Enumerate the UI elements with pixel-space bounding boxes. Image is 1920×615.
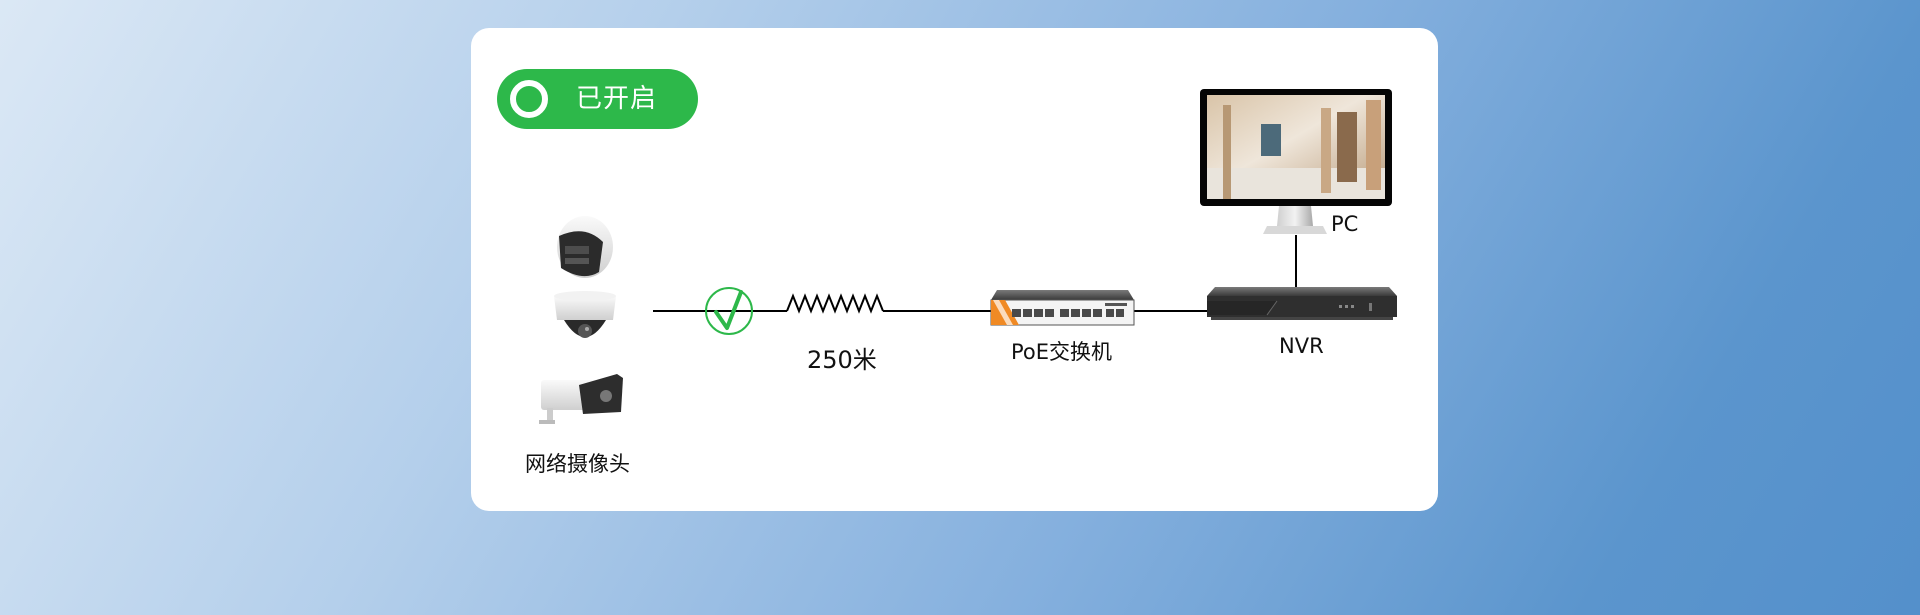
check-circle-icon <box>705 287 753 335</box>
ring-icon <box>510 80 548 118</box>
pc-label: PC <box>1331 212 1359 236</box>
nvr-icon <box>1207 287 1397 320</box>
pc-monitor-icon <box>1200 89 1392 234</box>
nvr-label: NVR <box>1279 334 1324 358</box>
topology-card: 已开启 <box>471 28 1438 511</box>
status-label: 已开启 <box>576 84 658 114</box>
status-toggle[interactable]: 已开启 <box>497 69 698 129</box>
cable-length-label: 250米 <box>807 346 877 374</box>
bullet-camera-icon <box>539 374 623 424</box>
cable-length-zigzag <box>786 293 884 314</box>
poe-switch-icon <box>990 290 1135 326</box>
poe-switch-label: PoE交换机 <box>1011 340 1113 364</box>
turret-camera-icon <box>557 216 613 278</box>
network-diagram <box>539 89 1397 424</box>
cameras-label: 网络摄像头 <box>525 452 630 476</box>
dome-camera-icon <box>554 291 616 338</box>
connection-lines <box>653 235 1297 314</box>
